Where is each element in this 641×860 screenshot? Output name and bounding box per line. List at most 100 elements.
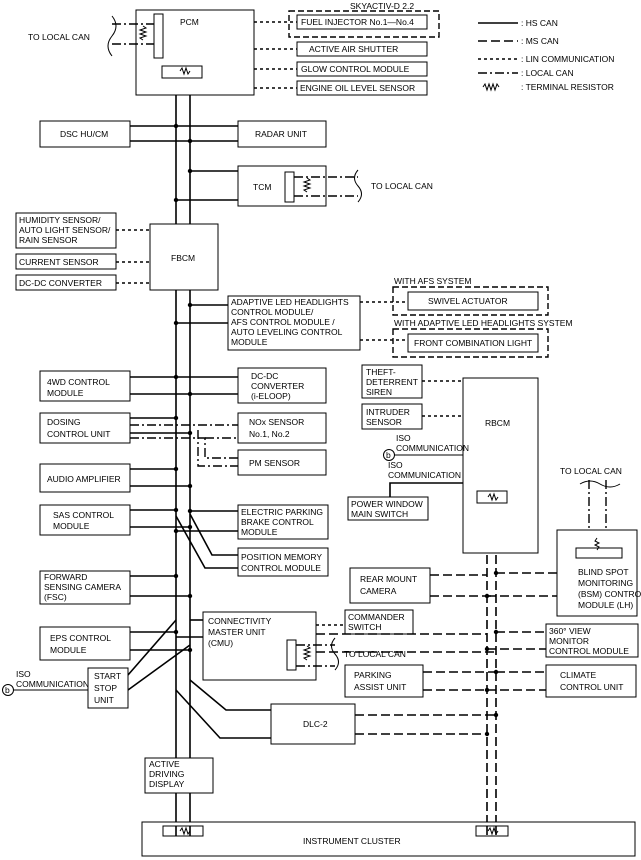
power-window-box	[347, 496, 429, 521]
360-view-line-2: MONITOR	[549, 636, 589, 646]
active-driving-box	[144, 757, 214, 794]
theft-line-3: SIREN	[366, 387, 392, 397]
cmu-line-2: MASTER UNIT	[208, 627, 266, 637]
start-stop-box	[87, 667, 129, 709]
to-local-can-1: TO LOCAL CAN	[28, 32, 90, 42]
start-stop-line-3: UNIT	[94, 695, 114, 705]
dsc-box	[39, 120, 131, 148]
sas-box	[39, 504, 131, 536]
eps-line-1: EPS CONTROL	[50, 633, 111, 643]
humidity-line-2: AUTO LIGHT SENSOR/	[19, 225, 111, 235]
power-window-line-1: POWER WINDOW	[351, 499, 423, 509]
swivel-actuator-label: SWIVEL ACTUATOR	[428, 296, 508, 306]
radar-label: RADAR UNIT	[255, 129, 307, 139]
forward-camera-line-3: (FSC)	[44, 592, 67, 602]
adaptive-led-line-1: ADAPTIVE LED HEADLIGHTS	[231, 297, 349, 307]
pcm-local-can-connector	[153, 13, 164, 59]
to-local-can-3: TO LOCAL CAN	[560, 466, 622, 476]
epb-box	[237, 504, 329, 540]
circle-b-left-label: b	[5, 685, 10, 695]
audio-amp-label: AUDIO AMPLIFIER	[47, 474, 121, 484]
active-driving-line-1: ACTIVE	[149, 759, 180, 769]
swivel-actuator-box	[407, 291, 539, 311]
bsm-line-2: MONITORING	[578, 578, 633, 588]
sas-line-1: SAS CONTROL	[53, 510, 114, 520]
position-memory-box	[237, 547, 329, 577]
bsm-line-1: BLIND SPOT	[578, 567, 629, 577]
commander-line-1: COMMANDER	[348, 612, 405, 622]
iso-comm-right-1b: COMMUNICATION	[396, 443, 469, 453]
adaptive-led-line-3: AFS CONTROL MODULE /	[231, 317, 335, 327]
eps-box	[39, 626, 131, 661]
360-view-line-1: 360° VIEW	[549, 626, 591, 636]
dcdc-converter-label: DC-DC CONVERTER	[19, 278, 102, 288]
iso-terminal-b-left	[2, 684, 14, 696]
eps-line-2: MODULE	[50, 645, 87, 655]
current-sensor-label: CURRENT SENSOR	[19, 257, 99, 267]
circle-b-right-label: b	[386, 450, 391, 460]
glow-control-module-label: GLOW CONTROL MODULE	[301, 64, 410, 74]
adaptive-led-box	[227, 295, 361, 351]
rbcm-box	[462, 377, 539, 554]
epb-line-3: MODULE	[241, 527, 278, 537]
iso-terminal-b-right	[383, 449, 395, 461]
active-driving-line-3: DISPLAY	[149, 779, 185, 789]
iso-comm-left-2: COMMUNICATION	[16, 679, 89, 689]
with-afs-label: WITH AFS SYSTEM	[394, 276, 471, 286]
ms-can-backbone	[486, 503, 497, 835]
4wd-line-1: 4WD CONTROL	[47, 377, 110, 387]
theft-line-2: DETERRENT	[366, 377, 418, 387]
legend-hs-can: : HS CAN	[521, 18, 558, 28]
terminal-resistor-symbol	[482, 82, 500, 92]
pcm-terminal-resistor	[138, 25, 148, 41]
climate-line-1: CLIMATE	[560, 670, 597, 680]
fbcm-box	[149, 223, 219, 291]
theft-line-1: THEFT-	[366, 367, 396, 377]
rear-camera-line-1: REAR MOUNT	[360, 574, 417, 584]
forward-camera-line-1: FORWARD	[44, 572, 87, 582]
nox-line-1: NOx SENSOR	[249, 417, 304, 427]
commander-line-2: SWITCH	[348, 622, 382, 632]
engine-oil-level-sensor-label: ENGINE OIL LEVEL SENSOR	[300, 83, 415, 93]
cluster-ms-connector	[475, 825, 509, 837]
parking-assist-box	[344, 664, 424, 698]
climate-box	[545, 664, 637, 698]
tcm-connector	[284, 171, 295, 203]
start-stop-line-1: START	[94, 671, 121, 681]
forward-camera-line-2: SENSING CAMERA	[44, 582, 121, 592]
skyactiv-label: SKYACTIV-D 2.2	[350, 1, 414, 11]
forward-camera-box	[39, 570, 131, 605]
pcm-label: PCM	[180, 17, 199, 27]
tcm-box	[237, 165, 327, 207]
skyactiv-group	[288, 10, 440, 38]
rear-camera-line-2: CAMERA	[360, 586, 397, 596]
bsm-line-4: MODULE (LH)	[578, 600, 633, 610]
legend-ms-can: : MS CAN	[521, 36, 559, 46]
rear-camera-box	[349, 567, 431, 604]
dosing-line-1: DOSING	[47, 417, 81, 427]
dcdc-eloop-box	[237, 367, 327, 404]
to-local-can-2: TO LOCAL CAN	[371, 181, 433, 191]
humidity-line-1: HUMIDITY SENSOR/	[19, 215, 101, 225]
intruder-line-1: INTRUDER	[366, 407, 410, 417]
360-view-box	[545, 623, 639, 658]
cmu-line-1: CONNECTIVITY	[208, 616, 272, 626]
iso-comm-left-1: ISO	[16, 669, 31, 679]
legend-terminal-resistor: : TERMINAL RESISTOR	[521, 82, 614, 92]
legend-local-can: : LOCAL CAN	[521, 68, 574, 78]
active-air-shutter-label: ACTIVE AIR SHUTTER	[309, 44, 398, 54]
bsm-connector	[575, 547, 623, 559]
dlc2-box	[270, 703, 356, 745]
intruder-line-2: SENSOR	[366, 417, 402, 427]
dsc-label: DSC HU/CM	[60, 129, 108, 139]
fbcm-label: FBCM	[171, 253, 195, 263]
front-combination-box	[407, 333, 539, 353]
afs-group	[392, 286, 549, 316]
cmu-box	[202, 611, 317, 681]
dosing-line-2: CONTROL UNIT	[47, 429, 110, 439]
humidity-sensor-box	[15, 212, 117, 249]
radar-box	[237, 120, 327, 148]
dcdc-eloop-line-1: DC-DC	[251, 371, 278, 381]
hs-can-backbone	[175, 76, 191, 835]
